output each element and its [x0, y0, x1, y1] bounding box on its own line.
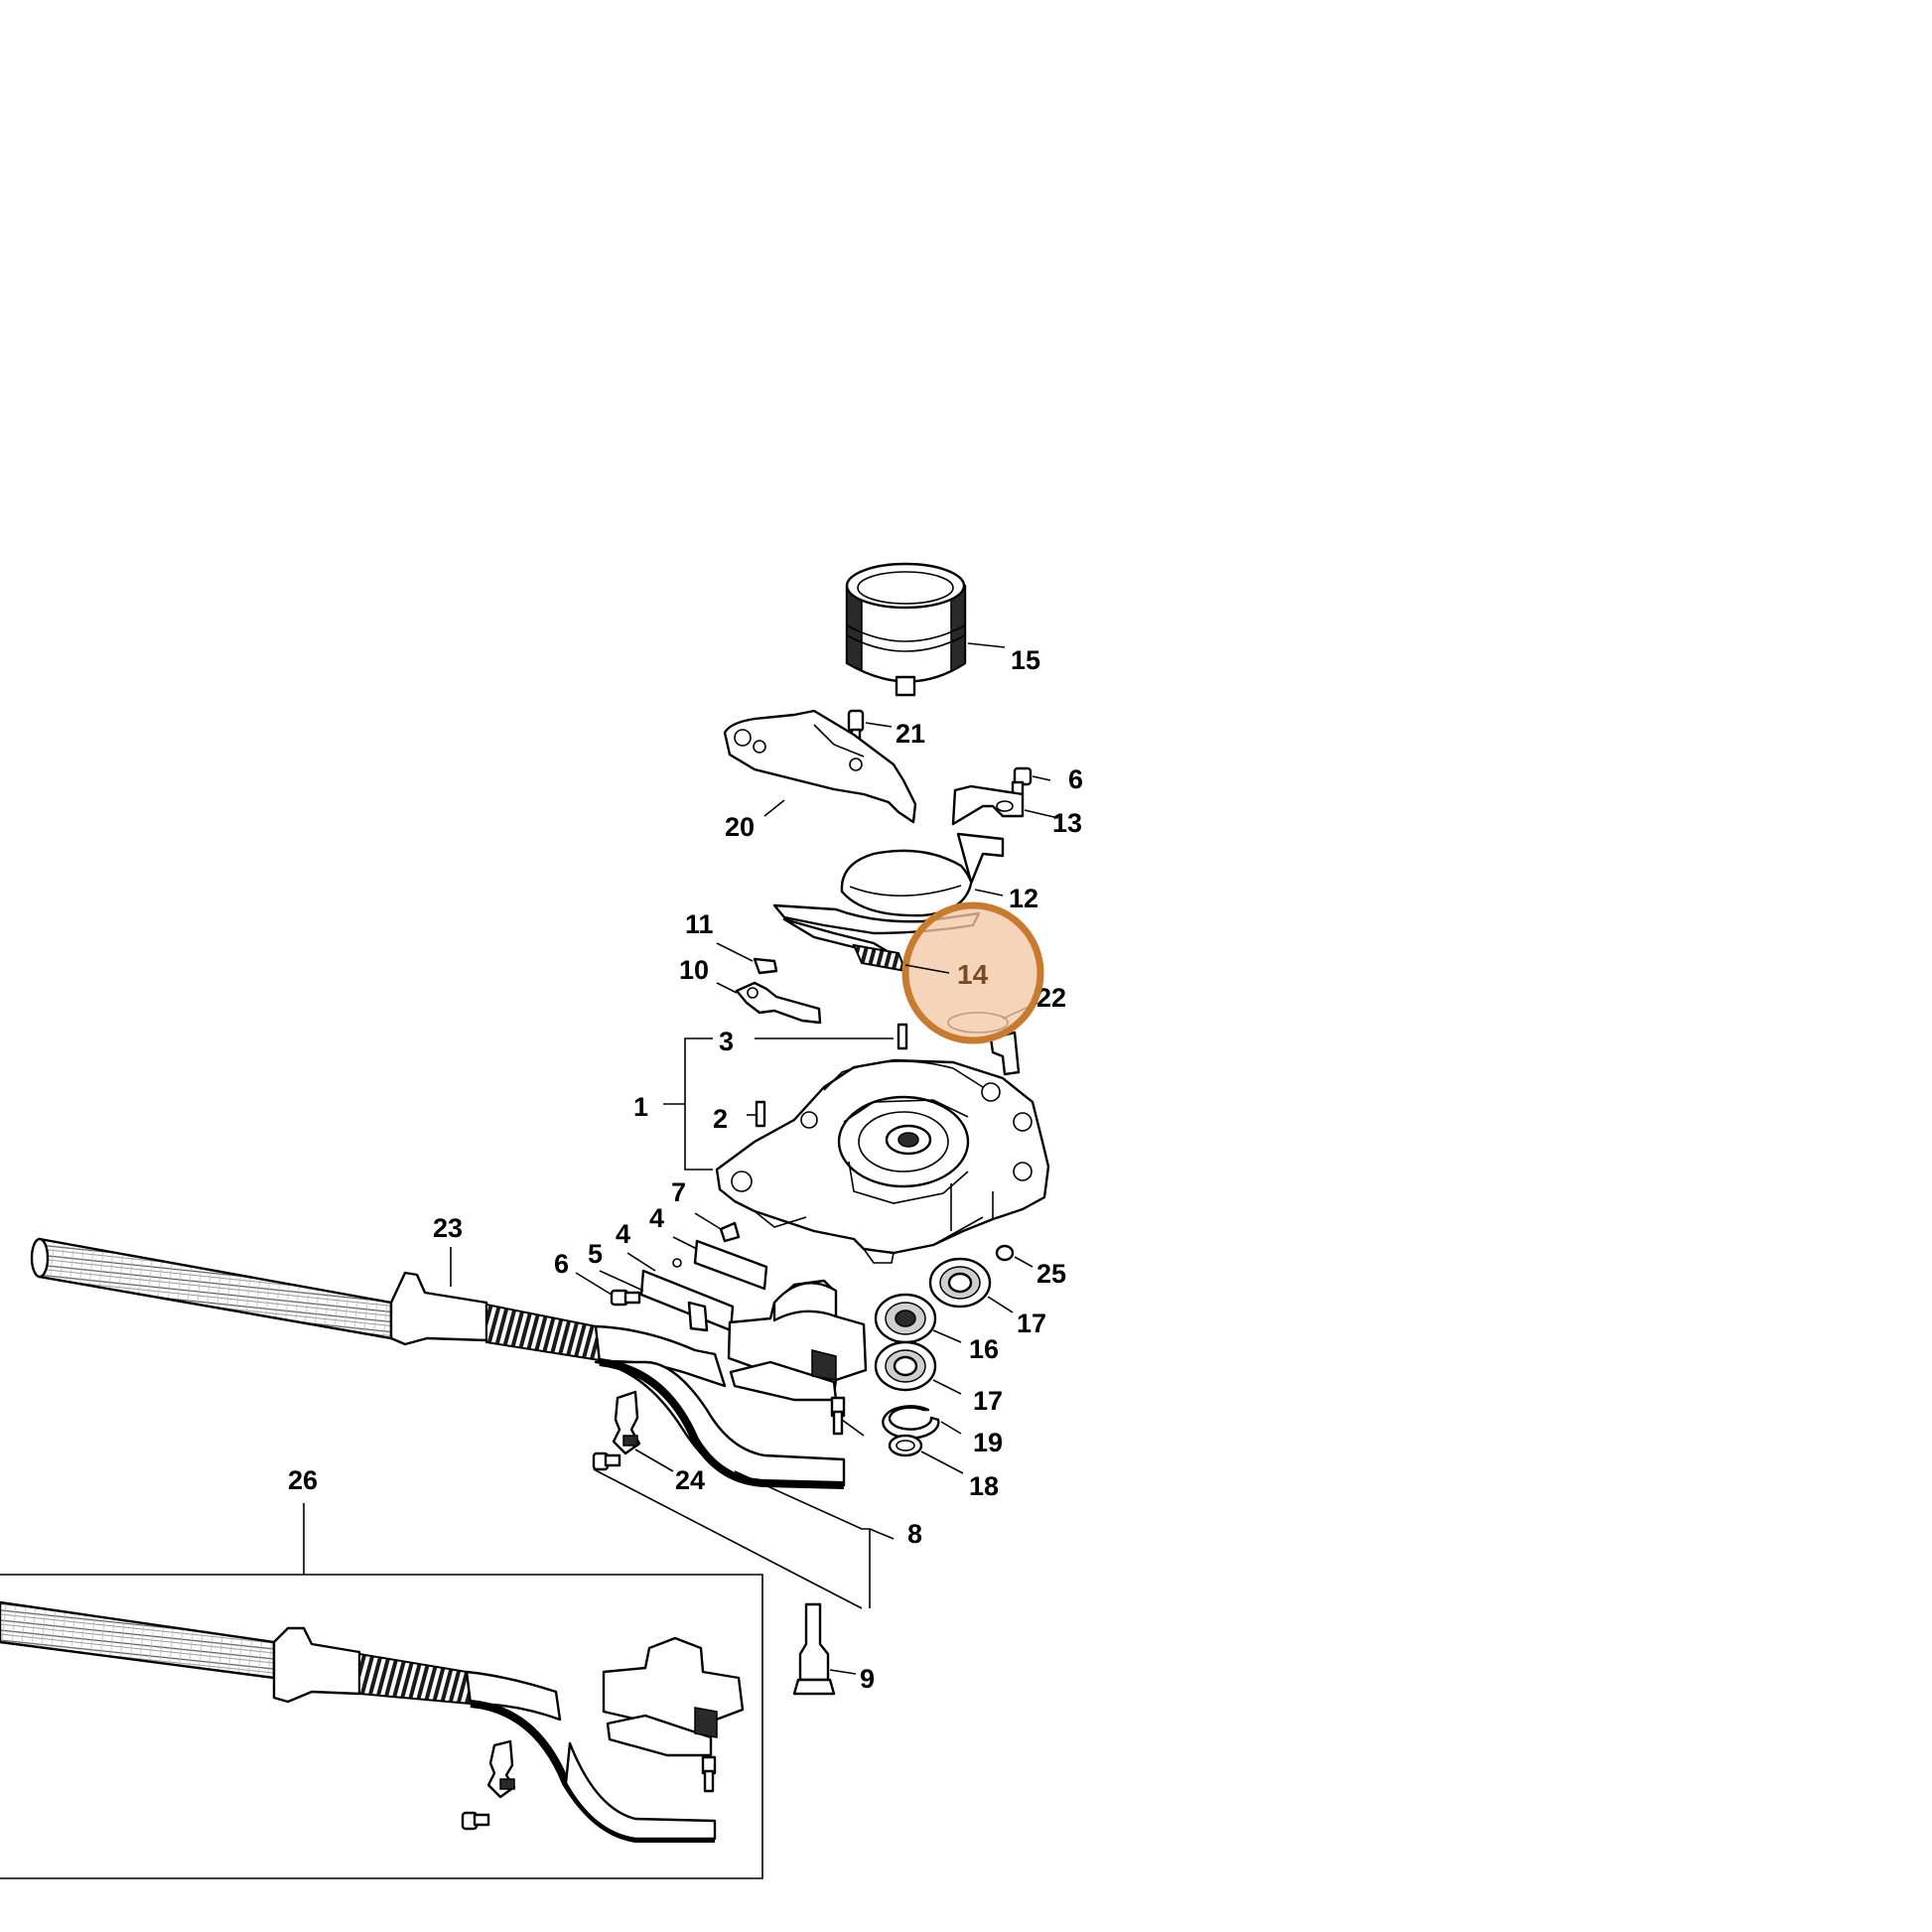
- part-label-6-lower[interactable]: 6: [554, 1249, 569, 1279]
- nut-part-25: [995, 1244, 1034, 1268]
- part-label-15[interactable]: 15: [1011, 645, 1040, 675]
- assembly-bracket-part-1: [663, 1037, 713, 1171]
- lever-part-10: [716, 981, 822, 1025]
- lower-clamp-assembly: [727, 1279, 868, 1437]
- part-label-21[interactable]: 21: [896, 719, 925, 749]
- part-label-10[interactable]: 10: [679, 955, 709, 985]
- pin-part-2: [747, 1100, 766, 1128]
- part-label-26[interactable]: 26: [288, 1465, 318, 1495]
- gear-part-16: [874, 1293, 962, 1344]
- spring-part-14: [852, 943, 907, 973]
- part-5: [599, 1270, 709, 1332]
- part-label-5[interactable]: 5: [588, 1239, 603, 1269]
- part-label-3[interactable]: 3: [719, 1027, 734, 1056]
- highlight-marker-part-14[interactable]: 14: [901, 901, 1044, 1044]
- part-label-7[interactable]: 7: [671, 1177, 686, 1207]
- pin-part-3: [755, 1023, 908, 1050]
- part-label-9[interactable]: 9: [860, 1664, 875, 1694]
- circlip-part-18: [888, 1434, 964, 1474]
- part-label-11[interactable]: 11: [685, 909, 714, 939]
- screw-part-6-lower: [575, 1272, 641, 1307]
- nut-part-7: [694, 1212, 741, 1243]
- gear-housing-part-1: [715, 1058, 1050, 1264]
- part-label-24[interactable]: 24: [675, 1465, 705, 1495]
- clutch-drum-part-15: [845, 562, 1006, 697]
- part-label-14[interactable]: 14: [957, 959, 989, 990]
- part-label-19[interactable]: 19: [973, 1428, 1003, 1457]
- part-label-2[interactable]: 2: [713, 1104, 728, 1134]
- part-label-20[interactable]: 20: [725, 812, 755, 842]
- part-label-18[interactable]: 18: [969, 1471, 999, 1501]
- part-label-4-upper[interactable]: 4: [649, 1203, 664, 1233]
- part-number-labels: 1 2 3 4 4 5 6 6 7 8 9 10 11 12 13 15 16 …: [288, 645, 1083, 1694]
- clip-part-24: [592, 1390, 895, 1609]
- part-label-17-upper[interactable]: 17: [1017, 1309, 1046, 1338]
- pin-part-11: [716, 942, 778, 975]
- variant-box-part-26: [0, 1503, 763, 1879]
- part-label-13[interactable]: 13: [1052, 808, 1082, 838]
- part-label-6-upper[interactable]: 6: [1068, 764, 1083, 794]
- part-label-23[interactable]: 23: [433, 1213, 463, 1243]
- screw-part-6-upper: [1011, 766, 1051, 796]
- part-label-16[interactable]: 16: [969, 1334, 999, 1364]
- circlip-part-19: [882, 1405, 962, 1440]
- brake-plate-part-20: [723, 709, 917, 824]
- plate-part-4-upper: [672, 1236, 768, 1291]
- part-label-25[interactable]: 25: [1036, 1259, 1066, 1289]
- drive-tube-part-23: [30, 1237, 846, 1489]
- bearing-part-17-upper: [928, 1257, 1014, 1313]
- part-label-1[interactable]: 1: [633, 1092, 648, 1122]
- part-label-8[interactable]: 8: [907, 1519, 922, 1549]
- bracket-part-13: [951, 784, 1059, 826]
- part-label-12[interactable]: 12: [1009, 884, 1038, 913]
- bearing-part-17-lower: [874, 1340, 962, 1395]
- part-label-4-lower[interactable]: 4: [616, 1219, 630, 1249]
- part-label-17-lower[interactable]: 17: [973, 1386, 1003, 1416]
- bolt-part-9: [792, 1602, 857, 1696]
